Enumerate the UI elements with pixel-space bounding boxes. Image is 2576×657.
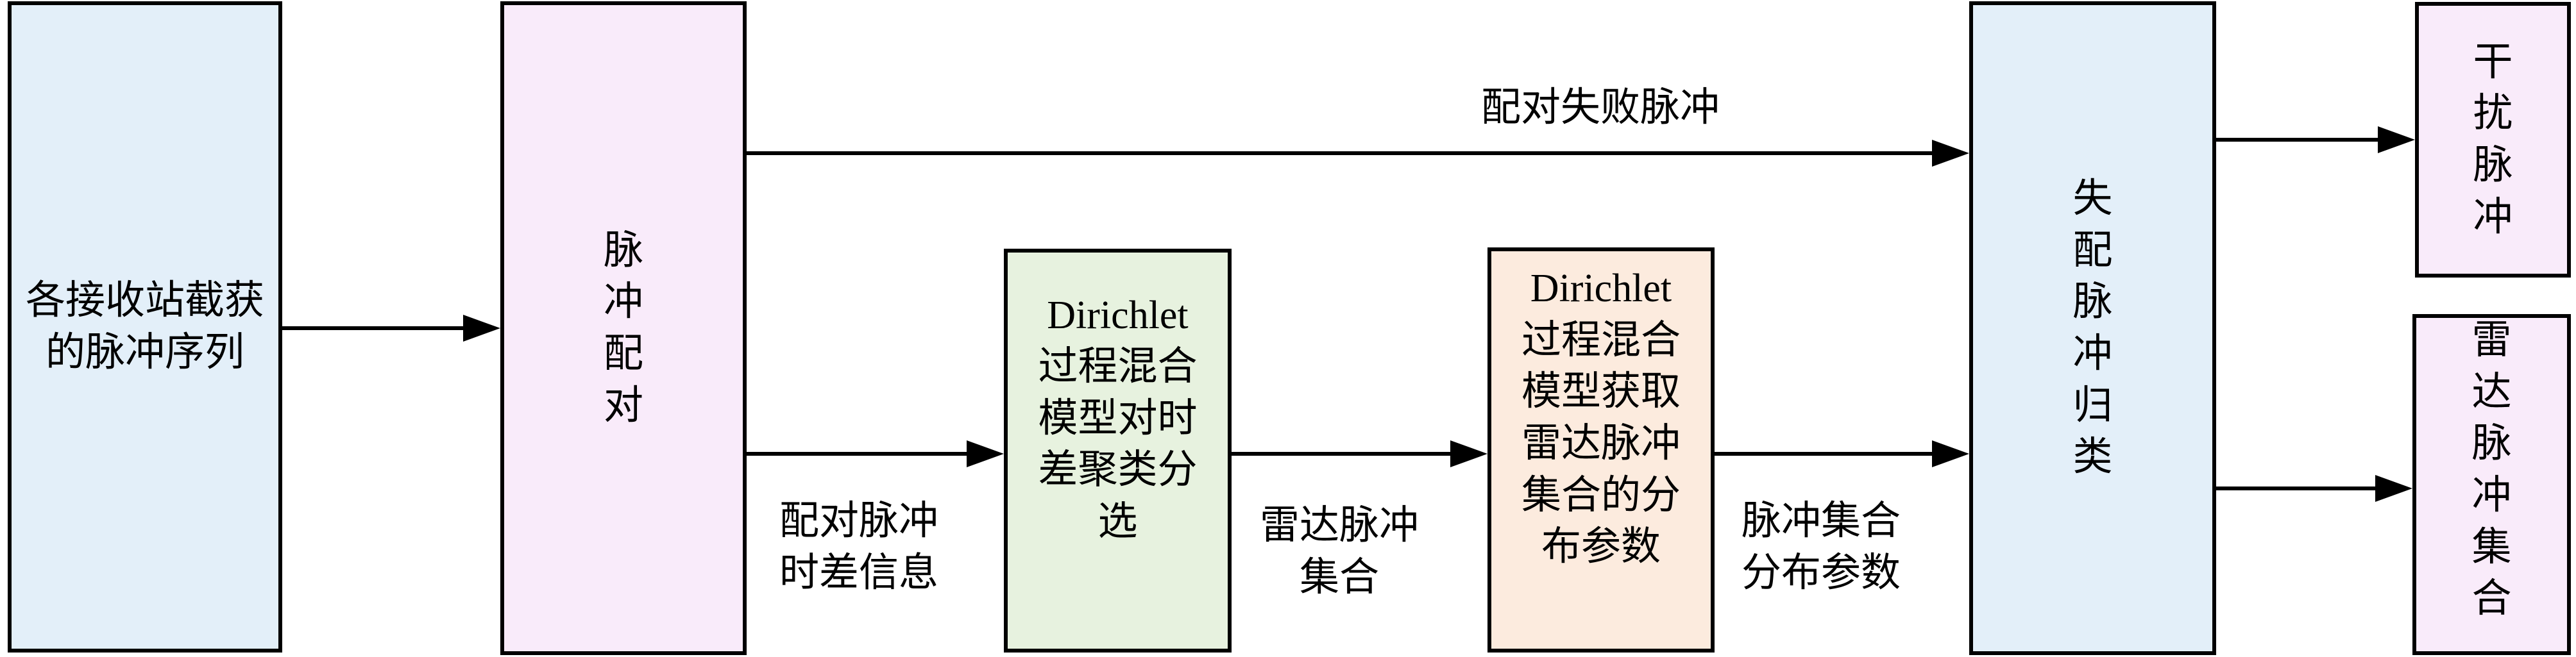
node-mismatch-classification: 失 配 脉 冲 归 类 <box>1969 1 2216 655</box>
node-dpmm-parameters-label: Dirichlet 过程混合 模型获取 雷达脉冲 集合的分 布参数 <box>1521 267 1681 569</box>
arrow-clustering-to-parameters-line <box>1232 452 1452 456</box>
arrow-parameters-to-mismatch-line <box>1715 452 1933 456</box>
node-jamming-pulses: 干 扰 脉 冲 <box>2415 2 2571 278</box>
node-input-sequences: 各接收站截获 的脉冲序列 <box>8 1 282 653</box>
label-pairing-failed-pulses: 配对失败脉冲 <box>1480 86 1720 129</box>
label-pulse-set-distribution-params: 脉冲集合 分布参数 <box>1741 499 1901 595</box>
node-mismatch-classification-label: 失 配 脉 冲 归 类 <box>2072 177 2113 479</box>
arrowhead-icon <box>1450 440 1487 467</box>
arrowhead-icon <box>463 315 500 342</box>
arrowhead-icon <box>967 440 1004 467</box>
label-paired-pulse-tdoa-info: 配对脉冲 时差信息 <box>779 499 938 595</box>
node-radar-pulse-set-label: 雷 达 脉 冲 集 合 <box>2471 319 2512 621</box>
node-radar-pulse-set: 雷 达 脉 冲 集 合 <box>2412 314 2571 655</box>
arrow-mismatch-to-radarset-line <box>2216 487 2377 490</box>
arrowhead-icon <box>2375 475 2412 502</box>
node-dpmm-clustering: Dirichlet 过程混合 模型对时 差聚类分 选 <box>1004 249 1232 653</box>
arrow-input-to-pairing-line <box>282 326 464 330</box>
arrow-pairing-failed-line <box>747 151 1933 155</box>
arrow-mismatch-to-jamming-line <box>2216 138 2379 142</box>
node-pulse-pairing-label: 脉 冲 配 对 <box>603 228 643 428</box>
node-pulse-pairing: 脉 冲 配 对 <box>500 1 747 655</box>
node-input-sequences-label: 各接收站截获 的脉冲序列 <box>25 279 264 374</box>
arrowhead-icon <box>2378 126 2415 153</box>
node-jamming-pulses-label: 干 扰 脉 冲 <box>2473 40 2513 239</box>
arrowhead-icon <box>1932 440 1969 467</box>
node-dpmm-parameters: Dirichlet 过程混合 模型获取 雷达脉冲 集合的分 布参数 <box>1487 247 1715 653</box>
arrowhead-icon <box>1932 140 1969 167</box>
label-radar-pulse-set: 雷达脉冲 集合 <box>1259 504 1419 599</box>
arrow-pairing-to-clustering-line <box>747 452 968 456</box>
node-dpmm-clustering-label: Dirichlet 过程混合 模型对时 差聚类分 选 <box>1038 293 1198 544</box>
